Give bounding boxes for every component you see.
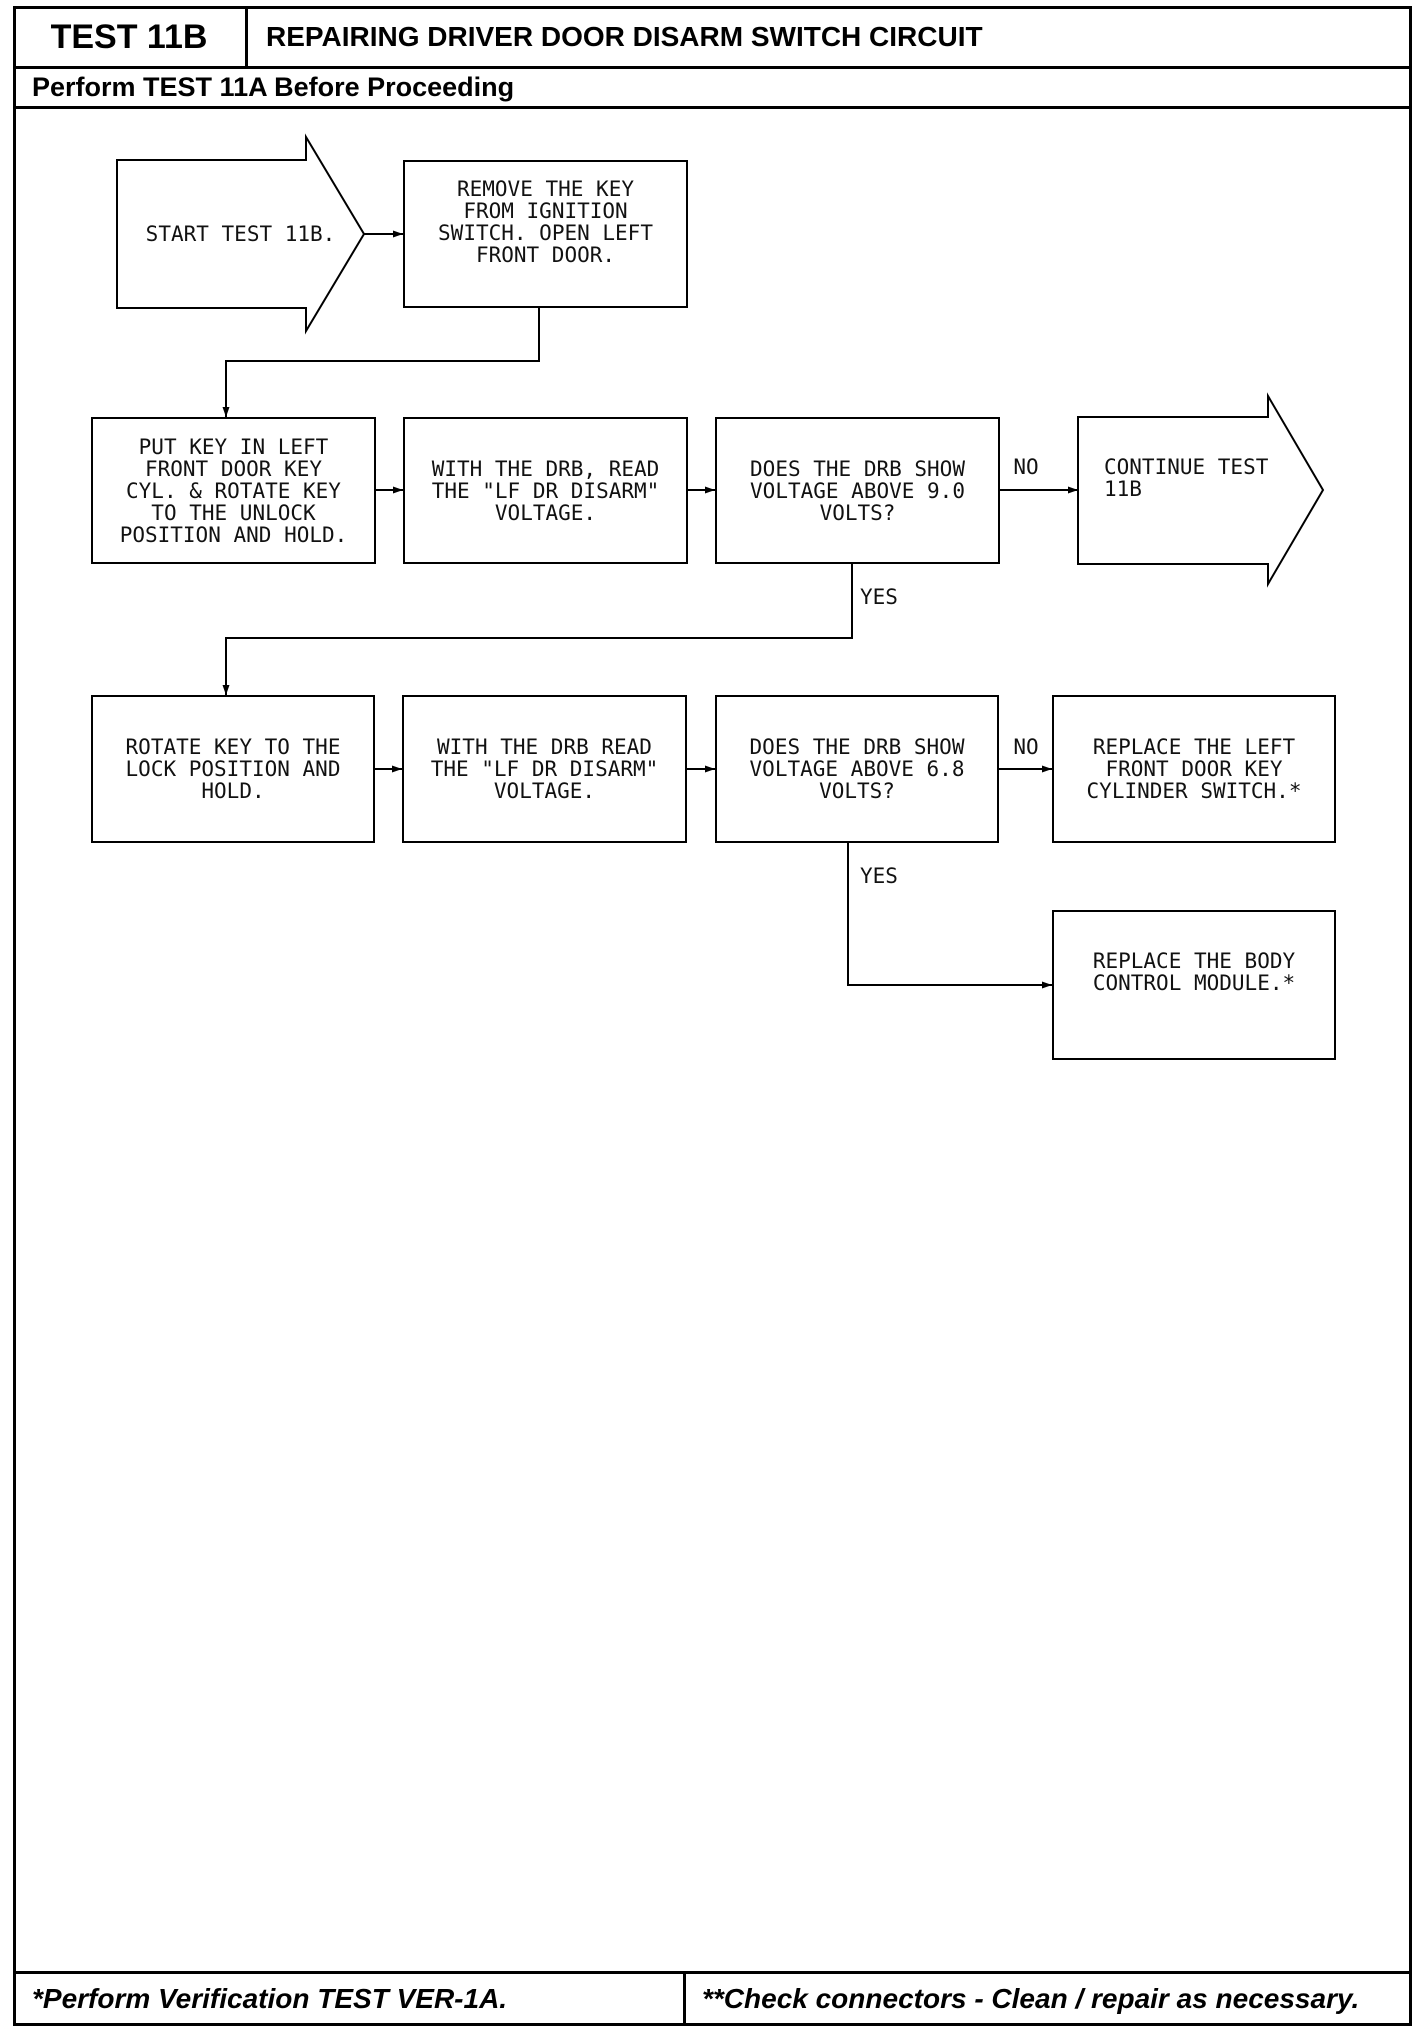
step-box-read-voltage-lock: WITH THE DRB READ THE "LF DR DISARM" VOL… bbox=[402, 695, 687, 843]
test-number-cell: TEST 11B bbox=[13, 6, 248, 68]
start-terminal-arrow bbox=[116, 133, 366, 335]
footer-divider bbox=[13, 1971, 1412, 1974]
decision-text-above-6-8: DOES THE DRB SHOW VOLTAGE ABOVE 6.8 VOLT… bbox=[749, 735, 965, 803]
edge-label-yes: YES bbox=[860, 864, 898, 888]
edge-label-yes: YES bbox=[860, 585, 898, 609]
header-divider bbox=[13, 66, 1412, 69]
step-box-lock-position: ROTATE KEY TO THE LOCK POSITION AND HOLD… bbox=[91, 695, 375, 843]
connector-remove-key-to-unlock-position bbox=[222, 308, 540, 417]
prerequisite-note: Perform TEST 11A Before Proceeding bbox=[32, 72, 515, 102]
continue-text: CONTINUE TEST 11B bbox=[1104, 455, 1269, 501]
result-text-replace-body-control-module: REPLACE THE BODY CONTROL MODULE.* bbox=[1092, 949, 1296, 995]
result-text-replace-key-cylinder-switch: REPLACE THE LEFT FRONT DOOR KEY CYLINDER… bbox=[1086, 735, 1302, 803]
continue-terminal-arrow bbox=[1077, 392, 1325, 588]
connector-check-6-8-yes bbox=[847, 843, 1052, 989]
start-terminal: START TEST 11B. bbox=[117, 160, 364, 308]
test-number: TEST 11B bbox=[50, 17, 208, 56]
connector-note: **Check connectors - Clean / repair as n… bbox=[702, 1983, 1360, 2014]
decision-box-above-6-8: DOES THE DRB SHOW VOLTAGE ABOVE 6.8 VOLT… bbox=[715, 695, 999, 843]
step-text-read-voltage-unlock: WITH THE DRB, READ THE "LF DR DISARM" VO… bbox=[431, 456, 660, 525]
connector-check-9-yes bbox=[222, 564, 853, 695]
edge-label-no: NO bbox=[1013, 455, 1039, 479]
step-text-remove-key: REMOVE THE KEY FROM IGNITION SWITCH. OPE… bbox=[438, 177, 653, 267]
step-box-unlock-position: PUT KEY IN LEFT FRONT DOOR KEY CYL. & RO… bbox=[91, 417, 376, 564]
decision-text-above-9: DOES THE DRB SHOW VOLTAGE ABOVE 9.0 VOLT… bbox=[750, 456, 965, 525]
decision-box-above-9: DOES THE DRB SHOW VOLTAGE ABOVE 9.0 VOLT… bbox=[715, 417, 1000, 564]
result-box-replace-key-cylinder-switch: REPLACE THE LEFT FRONT DOOR KEY CYLINDER… bbox=[1052, 695, 1336, 843]
verification-note: *Perform Verification TEST VER-1A. bbox=[32, 1983, 508, 2014]
subheader-divider bbox=[13, 106, 1412, 109]
step-box-remove-key: REMOVE THE KEY FROM IGNITION SWITCH. OPE… bbox=[403, 160, 688, 308]
result-box-replace-body-control-module: REPLACE THE BODY CONTROL MODULE.* bbox=[1052, 910, 1336, 1060]
footer-column-divider bbox=[683, 1971, 686, 2026]
start-text: START TEST 11B. bbox=[145, 222, 336, 246]
page-title: REPAIRING DRIVER DOOR DISARM SWITCH CIRC… bbox=[266, 21, 983, 52]
continue-terminal: CONTINUE TEST 11B bbox=[1104, 456, 1268, 500]
edge-label-no: NO bbox=[1013, 735, 1039, 759]
step-text-read-voltage-lock: WITH THE DRB READ THE "LF DR DISARM" VOL… bbox=[430, 735, 659, 803]
step-text-unlock-position: PUT KEY IN LEFT FRONT DOOR KEY CYL. & RO… bbox=[119, 434, 348, 547]
page-frame bbox=[13, 6, 1412, 2026]
step-box-read-voltage-unlock: WITH THE DRB, READ THE "LF DR DISARM" VO… bbox=[403, 417, 688, 564]
step-text-lock-position: ROTATE KEY TO THE LOCK POSITION AND HOLD… bbox=[125, 735, 341, 803]
